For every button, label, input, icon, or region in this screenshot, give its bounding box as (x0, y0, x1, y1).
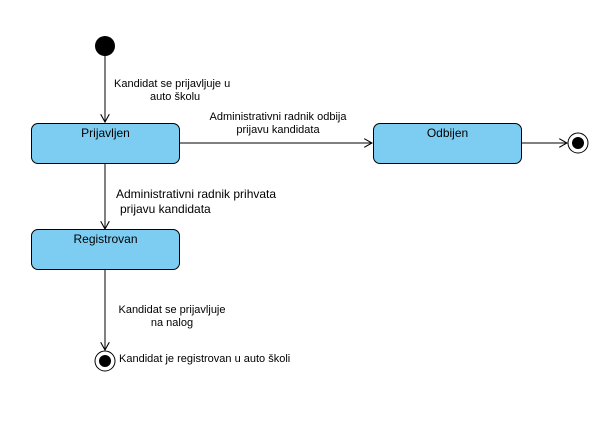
state-odbijen[interactable]: Odbijen (373, 123, 522, 164)
final-state-node-bottom (94, 350, 116, 372)
transition-label-line: Kandidat se prijavljuje (118, 304, 226, 316)
state-prijavljen[interactable]: Prijavljen (31, 123, 180, 164)
state-odbijen-label: Odbijen (426, 126, 469, 140)
transition-label-line: na nalog (150, 317, 194, 329)
transition-label-line: Administrativni radnik odbija (209, 111, 347, 123)
transition-label-line: auto školu (150, 91, 201, 103)
transition-label-line: Administrativni radnik prihvata (116, 187, 277, 201)
transition-label-start-to-prijavljen: Kandidat se prijavljuje u auto školu (114, 78, 254, 104)
transition-label-registrovan-to-final: Kandidat se prijavljuje na nalog (113, 304, 231, 330)
state-registrovan-label: Registrovan (73, 232, 138, 246)
transition-label-prijavljen-to-registrovan: Administrativni radnik prihvata prijavu … (116, 187, 296, 217)
transition-label-line: prijavu kandidata (120, 202, 211, 216)
state-registrovan[interactable]: Registrovan (31, 229, 180, 270)
final-state-node-right (567, 132, 589, 154)
initial-state-node (95, 36, 115, 56)
transition-label-prijavljen-to-odbijen: Administrativni radnik odbija prijavu ka… (190, 111, 366, 137)
state-prijavljen-label: Prijavljen (81, 126, 130, 140)
transition-label-line: prijavu kandidata (236, 124, 320, 136)
final-state-note: Kandidat je registrovan u auto školi (119, 353, 291, 365)
transition-label-line: Kandidat se prijavljuje u (114, 78, 231, 90)
